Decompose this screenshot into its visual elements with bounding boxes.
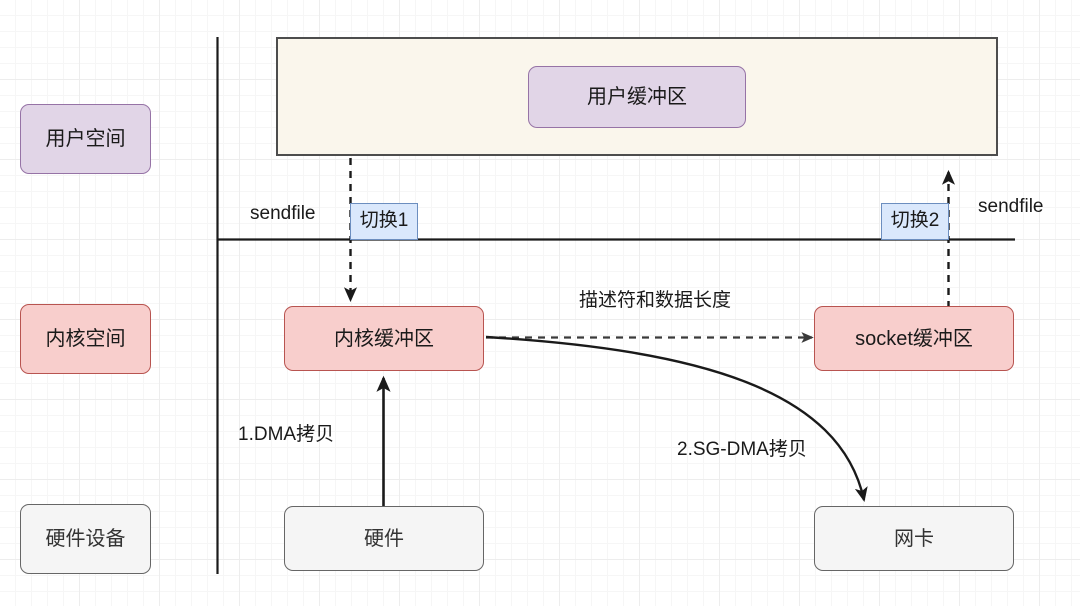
- arrow-kernel-to-nic-sgdma: [485, 335, 868, 503]
- lane-label-kernel-space: 内核空间: [20, 304, 151, 374]
- switch-box-1[interactable]: 切换1: [350, 203, 418, 240]
- lane-label-hardware-text: 硬件设备: [45, 528, 126, 550]
- lane-label-hardware: 硬件设备: [20, 504, 151, 574]
- switch-box-2[interactable]: 切换2: [881, 203, 949, 240]
- node-hardware[interactable]: 硬件: [284, 506, 484, 571]
- label-sendfile-left: sendfile: [250, 203, 316, 224]
- label-descriptor-and-length: 描述符和数据长度: [578, 289, 731, 311]
- label-sg-dma-copy: 2.SG-DMA拷贝: [677, 438, 807, 460]
- lane-label-kernel-space-text: 内核空间: [45, 328, 126, 350]
- label-sendfile-right: sendfile: [978, 196, 1044, 217]
- node-user-buffer-text: 用户缓冲区: [587, 86, 687, 108]
- node-nic-text: 网卡: [894, 527, 934, 550]
- label-dma-copy: 1.DMA拷贝: [238, 423, 335, 445]
- switch-box-1-text: 切换1: [359, 210, 409, 232]
- node-hardware-text: 硬件: [364, 527, 404, 550]
- node-socket-buffer-text: socket缓冲区: [855, 327, 973, 350]
- lane-label-user-space: 用户空间: [20, 104, 151, 174]
- node-nic[interactable]: 网卡: [814, 506, 1014, 571]
- node-user-buffer[interactable]: 用户缓冲区: [528, 66, 746, 128]
- node-kernel-buffer[interactable]: 内核缓冲区: [284, 306, 484, 371]
- lane-label-user-space-text: 用户空间: [45, 128, 126, 150]
- switch-box-2-text: 切换2: [890, 210, 940, 232]
- node-kernel-buffer-text: 内核缓冲区: [334, 327, 434, 350]
- node-socket-buffer[interactable]: socket缓冲区: [814, 306, 1014, 371]
